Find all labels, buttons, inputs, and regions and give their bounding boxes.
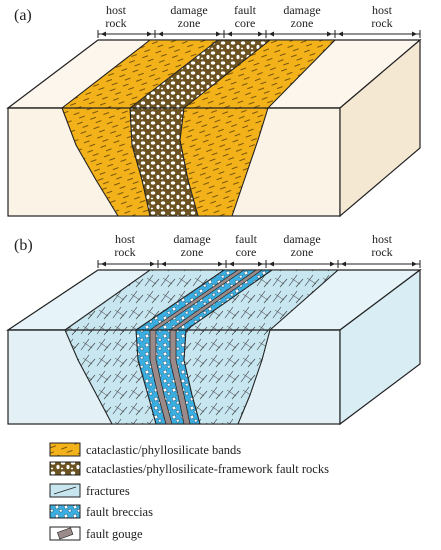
panel-b-zone-labels: host rock damage zone fault core damage … (114, 232, 392, 259)
zone-label-line2: core (236, 245, 257, 259)
zone-label-line1: host (372, 3, 393, 17)
zone-label-line2: core (235, 16, 256, 30)
legend-swatch-bands (49, 442, 81, 457)
legend-label: fractures (86, 484, 130, 498)
legend-label: cataclastic/phyllosilicate bands (86, 443, 241, 457)
damage-zone-bands (61, 39, 337, 217)
zone-label-line1: damage (283, 3, 320, 17)
zone-label-line1: host (372, 232, 393, 246)
fault-gouge-strand (149, 269, 246, 425)
zone-label-line1: damage (283, 232, 320, 246)
legend-label: cataclasties/phyllosilicate-framework fa… (86, 462, 329, 476)
panel-a-label: (a) (14, 7, 32, 24)
legend-item-bands: cataclastic/phyllosilicate bands (49, 442, 241, 457)
zone-label-line2: zone (291, 245, 314, 259)
panel-a-zone-labels: host rock damage zone fault core damage … (105, 3, 392, 30)
legend-item-gouge: fault gouge (49, 526, 143, 541)
legend-swatch-breccias (49, 504, 81, 519)
zone-label-line1: host (115, 232, 136, 246)
panel-a: (a) host rock damage zone fault core dam… (6, 3, 422, 218)
block-b-side-face (339, 268, 421, 426)
panel-a-zone-dimension-line (97, 30, 421, 38)
legend-swatch-framework (49, 461, 81, 476)
legend-item-framework: cataclasties/phyllosilicate-framework fa… (49, 461, 329, 476)
zone-label-line2: zone (181, 245, 204, 259)
zone-label-line2: zone (178, 16, 201, 30)
zone-label-line2: rock (114, 245, 135, 259)
fault-core-framework-rocks (129, 39, 272, 217)
damage-zone-fractures (64, 269, 340, 425)
zone-label-line2: rock (105, 16, 126, 30)
panel-b-label: (b) (14, 237, 33, 254)
zone-label-line1: host (106, 3, 127, 17)
legend-label: fault gouge (86, 527, 143, 541)
block-a-side-face (339, 38, 421, 218)
zone-label-line2: zone (291, 16, 314, 30)
legend-item-fractures: fractures (49, 483, 130, 498)
zone-label-line1: damage (170, 3, 207, 17)
zone-label-line2: rock (371, 245, 392, 259)
zone-label-line2: rock (371, 16, 392, 30)
zone-label-line1: fault (235, 232, 258, 246)
panel-b: (b) host rock damage zone fault core dam… (6, 232, 422, 426)
fault-gouge-strand (169, 269, 264, 425)
legend-item-breccias: fault breccias (49, 504, 153, 519)
legend: cataclastic/phyllosilicate bands catacla… (49, 442, 329, 541)
zone-label-line1: fault (234, 3, 257, 17)
legend-label: fault breccias (86, 505, 153, 519)
panel-b-zone-dimension-line (97, 260, 421, 268)
zone-label-line1: damage (173, 232, 210, 246)
